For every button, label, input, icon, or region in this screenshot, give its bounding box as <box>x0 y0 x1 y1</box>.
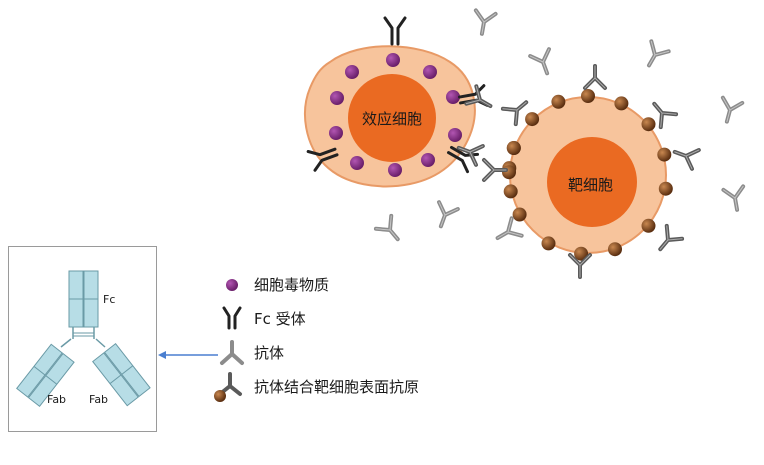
antigen <box>608 242 622 257</box>
antibody <box>652 101 679 130</box>
fab-left-arm <box>16 343 75 408</box>
antibody <box>647 39 671 68</box>
antigen <box>551 94 566 109</box>
cytotoxin-dot-icon <box>226 279 238 291</box>
antigen <box>502 165 516 180</box>
antigen <box>658 181 673 196</box>
antigen <box>512 207 527 222</box>
effector-cell-label: 效应细胞 <box>362 110 423 128</box>
cytotoxin-granule <box>386 53 400 67</box>
fab-right-arm <box>92 342 151 407</box>
cytotoxin-granule <box>350 156 364 170</box>
cytotoxin-granule <box>423 65 437 79</box>
antibodies <box>373 8 746 279</box>
antibody <box>473 8 498 36</box>
antibody <box>495 216 524 240</box>
antibody <box>568 253 592 279</box>
antigen <box>614 96 629 111</box>
inset-pointer-arrow <box>158 351 218 359</box>
legend-label-fc-receptor: Fc 受体 <box>254 310 306 328</box>
bound-antibody-icon <box>214 372 242 402</box>
antigen <box>506 141 521 155</box>
target-cell-nucleus <box>547 137 637 227</box>
antibody <box>720 95 745 124</box>
antibody <box>658 223 685 252</box>
antigen <box>657 147 672 162</box>
legend-label-bound-antibody: 抗体结合靶细胞表面抗原 <box>254 378 420 396</box>
target-antigens <box>502 89 673 261</box>
cytotoxin-granule <box>330 91 344 105</box>
fc-label: Fc <box>103 293 116 306</box>
cytotoxin-granule <box>329 126 343 140</box>
fab-left-label: Fab <box>47 393 67 406</box>
cytotoxin-granule <box>421 153 435 167</box>
antibody <box>437 200 460 229</box>
fc-receptor-icon <box>222 306 242 330</box>
cytotoxin-granule <box>388 163 402 177</box>
antigen <box>641 117 656 132</box>
antibody <box>672 148 701 171</box>
antibody <box>456 144 485 167</box>
antibody-structure-drawing <box>16 270 151 408</box>
fc-receptor <box>383 16 407 46</box>
antibody-icon <box>220 340 244 365</box>
fc-receptor <box>447 145 480 174</box>
antibody <box>373 213 400 242</box>
antibody <box>528 47 551 76</box>
antibody <box>482 158 508 182</box>
target-cell <box>502 89 673 261</box>
antibody-structure-inset: Fc Fab Fab <box>8 246 157 432</box>
antibody <box>464 84 493 108</box>
legend-label-antibody: 抗体 <box>254 344 285 362</box>
fab-right-label: Fab <box>89 393 109 406</box>
cytotoxin-granule <box>446 90 460 104</box>
cytotoxin-granule <box>448 128 462 142</box>
antigen <box>503 184 518 199</box>
fc-region <box>68 270 99 339</box>
antigen <box>581 89 595 103</box>
antigen <box>541 236 556 251</box>
cytotoxin-granule <box>345 65 359 79</box>
antibody <box>721 184 746 212</box>
legend-label-cytotoxin: 细胞毒物质 <box>254 276 330 294</box>
effector-cell-nucleus <box>348 74 436 162</box>
antibody <box>583 64 607 90</box>
legend-icons <box>214 279 244 402</box>
fc-receptor <box>306 147 339 172</box>
antigen <box>525 112 540 127</box>
effector-cell <box>304 45 476 188</box>
antigen <box>641 218 656 233</box>
target-cell-label: 靶细胞 <box>568 176 614 194</box>
antibody <box>500 100 529 127</box>
antigen <box>574 246 589 261</box>
cytotoxin-granules <box>329 53 462 177</box>
